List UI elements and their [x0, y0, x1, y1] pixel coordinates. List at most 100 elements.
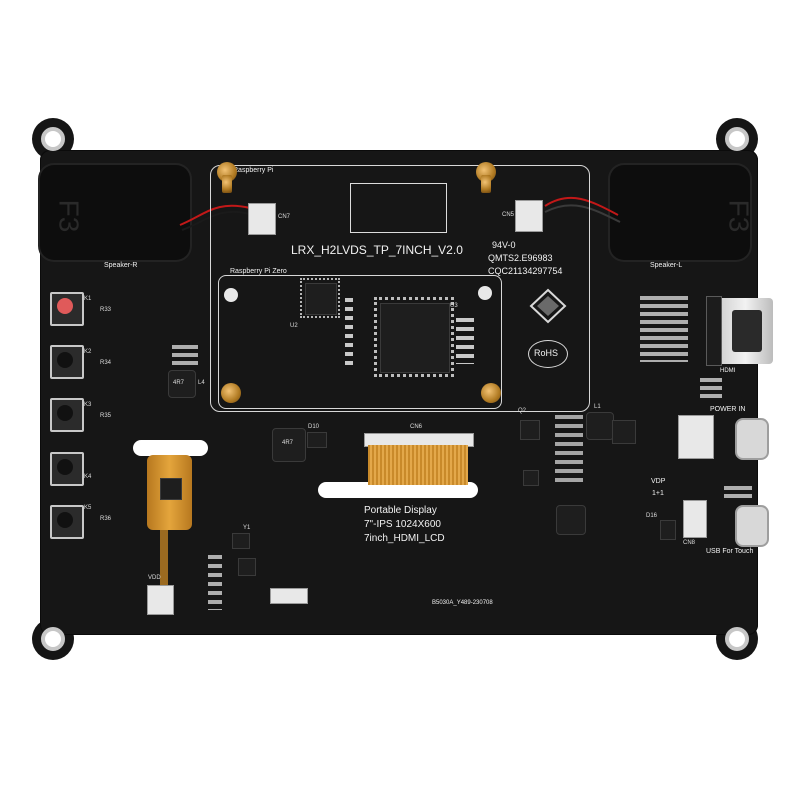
button-k1[interactable] [50, 292, 84, 326]
board-serial: B5030A_Y489-230708 [432, 600, 493, 606]
chip-u2 [305, 283, 337, 315]
speaker-left-label: Speaker-L [650, 262, 683, 269]
raspberry-pi-zero-outline [218, 275, 502, 409]
touch-controller-chip [160, 478, 182, 500]
label-inductor-l4: 4R7 [173, 380, 185, 386]
label-inductor-main: 4R7 [282, 440, 294, 446]
speaker-left [610, 165, 750, 260]
product-line-2: 7"-IPS 1024X600 [364, 519, 441, 530]
resistor-array-center [555, 415, 583, 485]
chip-right-lower [523, 470, 539, 486]
power-connector-white [678, 415, 714, 459]
board-cert-1: QMTS2.E96983 [488, 253, 553, 263]
label-k5: K5 [84, 505, 92, 511]
hdmi-port-opening [732, 310, 762, 352]
pads-left-column [345, 298, 353, 368]
header-4pin [270, 588, 308, 604]
hdmi-label: HDMI [720, 368, 736, 374]
label-k2: K2 [84, 349, 92, 355]
connector-cn8 [683, 500, 707, 538]
rohs-label: RoHS [534, 348, 559, 358]
connector-cn7 [248, 203, 276, 235]
button-k4-cap[interactable] [57, 459, 73, 475]
label-k4: K4 [84, 474, 92, 480]
button-k3-cap[interactable] [57, 405, 73, 421]
chip-y1 [232, 533, 250, 549]
rohs-badge [528, 340, 568, 368]
label-k3: K3 [84, 402, 92, 408]
standoff-bottom-right [481, 383, 501, 403]
resistor-array-right-usb [724, 486, 752, 502]
inductor-lower [556, 505, 586, 535]
hdmi-port-bracket [706, 296, 722, 366]
label-box [350, 183, 447, 233]
label-cn7: CN7 [278, 214, 291, 220]
label-d10: D10 [308, 424, 320, 430]
resistor-array-right-power [700, 378, 722, 400]
raspberry-pi-label: Raspberry Pi [233, 167, 274, 174]
chip-right-upper [612, 420, 636, 444]
standoff-bottom-left [221, 383, 241, 403]
main-chip-u3 [380, 303, 450, 373]
inductor-l4 [168, 370, 196, 398]
label-u2: U2 [290, 323, 298, 329]
label-cn6: CN6 [410, 424, 423, 430]
speaker-right-label: Speaker-R [104, 262, 138, 269]
power-in-usbc-port[interactable] [735, 418, 769, 460]
label-l4: L4 [198, 380, 205, 386]
label-u3: U3 [450, 303, 458, 309]
usb-touch-usbc-port[interactable] [735, 505, 769, 547]
label-y1: Y1 [243, 525, 251, 531]
brand-logo [529, 288, 567, 324]
label-vdd: VDD [148, 575, 161, 581]
standoff-shaft-top-left [222, 175, 232, 193]
board-rating: 94V-0 [492, 240, 516, 250]
label-cn5: CN5 [502, 212, 515, 218]
pi-zero-hole-left [224, 288, 238, 302]
raspberry-pi-zero-label: Raspberry Pi Zero [230, 268, 287, 275]
diode-d10 [307, 432, 327, 448]
chip-right-middle [520, 420, 540, 440]
pi-zero-hole-right [478, 286, 492, 300]
label-q2: Q2 [518, 408, 527, 414]
product-line-1: Portable Display [364, 505, 437, 516]
mount-hole-bottom-left [41, 627, 65, 651]
cutout-slot-bottom [318, 482, 478, 498]
standoff-shaft-top-right [481, 175, 491, 193]
diode-d16 [660, 520, 676, 540]
label-d16: D16 [646, 513, 658, 519]
touch-flex-tail [160, 530, 168, 585]
touch-connector [147, 585, 174, 615]
usb-touch-label: USB For Touch [706, 548, 754, 555]
inductor-main [272, 428, 306, 462]
button-k1-cap[interactable] [57, 298, 73, 314]
mount-hole-top-left [41, 127, 65, 151]
resistor-array-right-upper [640, 296, 688, 362]
resistor-array-left [172, 345, 198, 365]
raspberry-pi-outline [210, 165, 590, 412]
one-plus-one-label: 1+1 [652, 490, 664, 497]
button-k2[interactable] [50, 345, 84, 379]
chip-bottom-small [238, 558, 256, 576]
label-l1: L1 [594, 404, 601, 410]
board-cert-2: CQC21134297754 [488, 266, 563, 276]
cutout-slot-left [133, 440, 208, 456]
button-k5-cap[interactable] [57, 512, 73, 528]
main-chip-pins [374, 297, 454, 377]
speaker-right [40, 165, 190, 260]
product-line-3: 7inch_HDMI_LCD [364, 533, 445, 544]
pads-right-column [456, 318, 474, 364]
resistor-array-bottom-left [208, 555, 222, 610]
mount-hole-bottom-right [725, 627, 749, 651]
inductor-l1 [586, 412, 614, 440]
chip-u2-pins [300, 278, 340, 318]
label-r36: R36 [100, 516, 112, 522]
mount-hole-top-right [725, 127, 749, 151]
button-k2-cap[interactable] [57, 352, 73, 368]
label-cn8: CN8 [683, 540, 696, 546]
label-r35: R35 [100, 413, 112, 419]
label-r33: R33 [100, 307, 112, 313]
connector-cn5 [515, 200, 543, 232]
label-r34: R34 [100, 360, 112, 366]
